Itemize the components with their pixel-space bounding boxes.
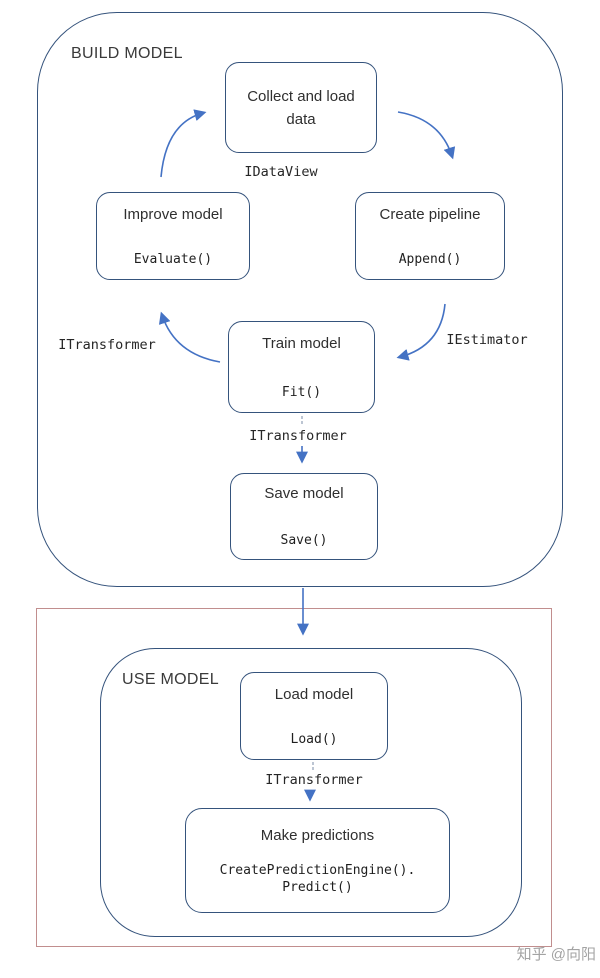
node-collect-title: Collect and load data [247,87,355,128]
node-train-code: Fit() [281,384,322,400]
node-predict-code: CreatePredictionEngine(). Predict() [219,862,416,895]
label-itransformer-left: ITransformer [58,337,156,353]
zhihu-watermark: 知乎 @向阳 [516,946,596,963]
build-model-title: BUILD MODEL [71,45,183,62]
label-itransformer-use: ITransformer [265,772,363,788]
node-improve-model: Improve model Evaluate() [96,192,250,280]
label-itransformer-mid: ITransformer [249,428,347,444]
node-save-title: Save model [264,485,344,502]
node-load-model: Load model Load() [240,672,388,760]
node-make-predictions: Make predictions CreatePredictionEngine(… [185,808,450,913]
node-train-model: Train model Fit() [228,321,375,413]
node-load-code: Load() [290,731,338,747]
node-create-pipeline: Create pipeline Append() [355,192,505,280]
node-train-title: Train model [262,334,341,352]
use-model-title: USE MODEL [122,671,219,688]
label-idataview: IDataView [244,164,318,180]
node-pipeline-code: Append() [398,251,462,267]
node-load-title: Load model [274,685,354,703]
node-save-code: Save() [280,533,328,548]
node-pipeline-title: Create pipeline [379,205,481,223]
use-model-red-frame [36,608,552,947]
node-save-model: Save model Save() [230,473,378,560]
node-improve-code: Evaluate() [133,251,213,267]
build-model-container [37,12,563,587]
node-predict-title: Make predictions [260,826,375,844]
label-iestimator: IEstimator [446,332,528,348]
node-collect-data: Collect and load data [225,62,377,153]
use-model-container [100,648,522,937]
node-improve-title: Improve model [123,205,223,223]
